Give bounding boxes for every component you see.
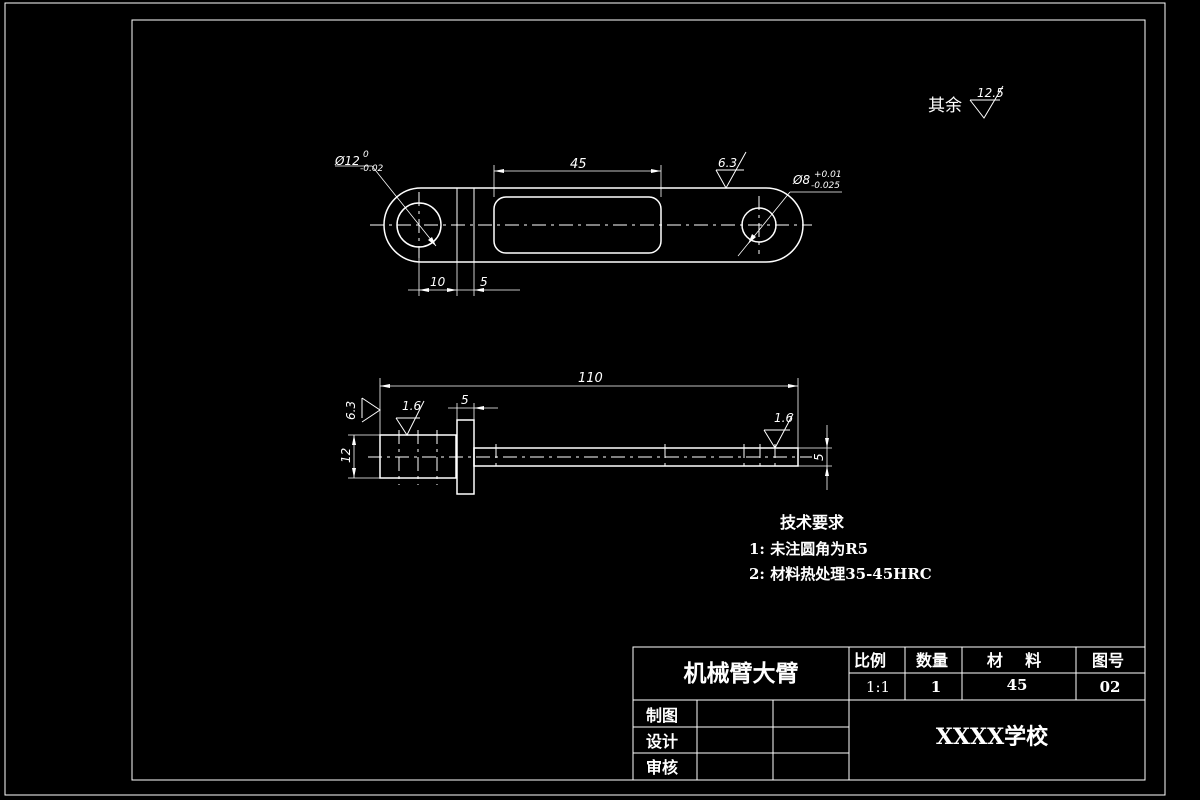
scale-label: 比例 xyxy=(854,651,886,670)
part-name: 机械臂大臂 xyxy=(684,660,799,687)
arm-outline xyxy=(383,187,804,263)
dia-right-tol-lower: -0.025 xyxy=(811,181,840,191)
dim5-collar-text: 5 xyxy=(461,393,469,407)
material-label: 材 料 xyxy=(987,651,1041,670)
dim5-shaft-text: 5 xyxy=(812,453,826,461)
general-roughness: 其余 12.5 xyxy=(928,85,1004,119)
tech-req-item-2: 2: 材料热处理35-45HRC xyxy=(749,565,932,583)
qty-value: 1 xyxy=(931,678,941,696)
dia-right-leader xyxy=(737,191,791,257)
tech-requirements: 技术要求 1: 未注圆角为R5 2: 材料热处理35-45HRC xyxy=(749,513,932,583)
dim5-collar-arrow xyxy=(474,406,484,410)
dim45-text: 45 xyxy=(570,157,587,172)
dim45-arrow-right xyxy=(651,169,661,173)
dim12-arrow-bottom xyxy=(352,468,356,478)
design-label: 设计 xyxy=(646,732,678,751)
dim5-arrow xyxy=(474,288,484,292)
sheet-border-outer xyxy=(4,2,1166,796)
dim5-shaft-arrow-top xyxy=(825,438,829,448)
dia-right-text: Ø8 xyxy=(792,173,810,187)
side-right-roughness-text: 1.6 xyxy=(774,411,793,425)
side-view: 110 5 6.3 1.6 1.6 12 5 xyxy=(339,371,832,495)
dia-left-tol-upper: 0 xyxy=(363,150,369,160)
dim10-arrow-right xyxy=(447,288,457,292)
dia-left-arrow xyxy=(428,237,436,246)
side-left-roughness-text: 6.3 xyxy=(344,401,358,420)
drawn-label: 制图 xyxy=(646,706,678,725)
side-shaft xyxy=(473,447,799,467)
side-left-roughness-symbol xyxy=(361,397,381,423)
general-roughness-value: 12.5 xyxy=(977,86,1004,100)
top-roughness-text: 6.3 xyxy=(718,156,737,170)
dia-left-tol-lower: -0.02 xyxy=(360,164,384,174)
review-label: 审核 xyxy=(646,758,678,777)
top-view: Ø12 0 -0.02 45 6.3 Ø8 +0.01 -0.025 10 5 xyxy=(334,150,842,296)
dim110-arrow-right xyxy=(788,384,798,388)
dim5-shaft-arrow-bottom xyxy=(825,466,829,476)
dim12-text: 12 xyxy=(339,448,353,463)
dim5-top-text: 5 xyxy=(480,275,488,289)
qty-label: 数量 xyxy=(916,651,948,670)
dim10-arrow-left xyxy=(419,288,429,292)
general-roughness-label: 其余 xyxy=(928,96,962,116)
dia-right-tol-upper: +0.01 xyxy=(814,170,842,180)
dia-left-text: Ø12 xyxy=(334,154,360,168)
dim110-text: 110 xyxy=(578,371,603,386)
slot xyxy=(493,196,662,254)
dim45-arrow-left xyxy=(494,169,504,173)
material-value: 45 xyxy=(1007,676,1028,694)
side-top-roughness-symbol xyxy=(395,400,425,437)
title-block: 机械臂大臂 比例 1:1 数量 1 材 料 45 图号 02 制图 设计 审核 … xyxy=(632,646,1146,781)
dia-right-arrow xyxy=(748,234,756,244)
side-top-roughness-text: 1.6 xyxy=(402,399,421,413)
dim110-arrow-left xyxy=(380,384,390,388)
drawing-no-value: 02 xyxy=(1100,678,1121,696)
side-right-roughness-symbol xyxy=(763,413,794,450)
dim12-arrow-top xyxy=(352,435,356,445)
drawing-no-label: 图号 xyxy=(1092,651,1124,670)
tech-req-item-1: 1: 未注圆角为R5 xyxy=(749,540,868,558)
dim10-text: 10 xyxy=(430,275,446,289)
school-name: XXXX学校 xyxy=(936,724,1049,750)
top-roughness-symbol xyxy=(715,151,747,190)
dia-left-leader xyxy=(371,165,437,247)
scale-value: 1:1 xyxy=(866,678,890,696)
title-block-border xyxy=(632,646,1146,781)
tech-req-title: 技术要求 xyxy=(780,513,845,532)
